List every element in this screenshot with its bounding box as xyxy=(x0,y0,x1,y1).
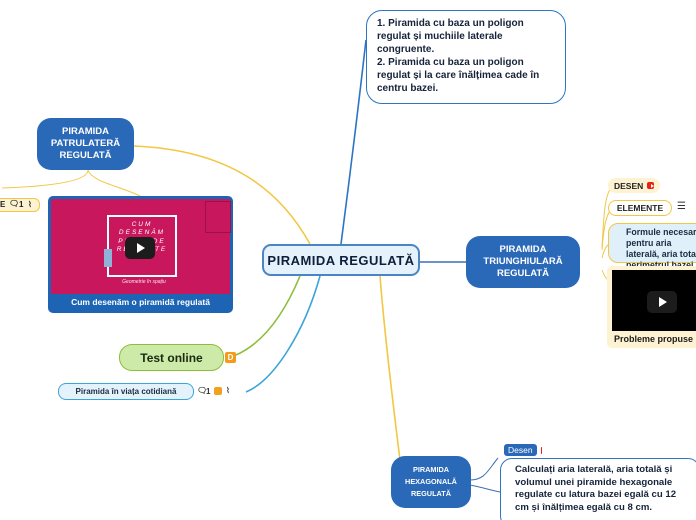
partial-left-label: E xyxy=(0,200,6,209)
thumbnail-title-line: CUM xyxy=(131,221,153,228)
daily-life-label: Piramida în viața cotidiană xyxy=(75,387,177,396)
desen-triangular-label: DESEN xyxy=(614,180,644,191)
test-online-badge[interactable]: D xyxy=(225,352,236,363)
video-left-card[interactable]: CUM DESENĂM PIRAMIDE REGULATE Geometrie … xyxy=(48,196,233,313)
thumbnail-title-line: DESENĂM xyxy=(118,229,166,237)
thumbnail-frame xyxy=(107,215,177,277)
test-online-badge-label: D xyxy=(227,353,234,362)
play-button-icon[interactable] xyxy=(125,237,155,259)
formulas-text: Formule necesare pentru aria laterală, a… xyxy=(626,227,696,270)
definitions-box[interactable]: 1. Piramida cu baza un poligon regulat ș… xyxy=(366,10,566,104)
comment-count: 1 xyxy=(19,200,24,209)
pyramid-square-node[interactable]: PIRAMIDA PATRULATERĂ REGULATĂ xyxy=(37,118,134,170)
thumbnail-subtitle: Geometrie în spațiu xyxy=(122,279,166,285)
comment-icon: 🗨 xyxy=(9,199,20,208)
comment-icon: 🗨 xyxy=(197,386,208,395)
test-online-label: Test online xyxy=(140,350,203,365)
pyramid-triangular-node[interactable]: PIRAMIDA TRIUNGHIULARĂ REGULATĂ xyxy=(466,236,580,288)
attachment-icon: ⌇ xyxy=(28,200,32,209)
pyramid-hexagonal-label: PIRAMIDA HEXAGONALĂ REGULATĂ xyxy=(405,465,457,498)
thumbnail-deco-bar xyxy=(104,249,112,267)
pyramid-square-label: PIRAMIDA PATRULATERĂ REGULATĂ xyxy=(50,126,121,161)
desen-hexagonal-label: Desen xyxy=(504,444,537,456)
test-online-node[interactable]: Test online xyxy=(119,344,224,371)
thumbnail-deco-square xyxy=(205,201,231,233)
problem-text: Calculați aria laterală, aria totală și … xyxy=(515,464,677,513)
formulas-node[interactable]: Formule necesare pentru aria laterală, a… xyxy=(608,223,696,270)
partial-left-node[interactable]: E 🗨 1 ⌇ xyxy=(0,198,40,212)
comment-count: 1 xyxy=(206,387,211,396)
attachment-icon: ⌇ xyxy=(226,386,230,395)
pyramid-triangular-label: PIRAMIDA TRIUNGHIULARĂ REGULATĂ xyxy=(483,244,563,279)
desen-hexagonal-node[interactable]: Desen xyxy=(498,443,550,457)
note-icon[interactable] xyxy=(214,387,222,395)
central-node[interactable]: PIRAMIDA REGULATĂ xyxy=(262,244,420,276)
video-right-caption: Probleme propuse xyxy=(614,334,694,344)
pyramid-hexagonal-node[interactable]: PIRAMIDA HEXAGONALĂ REGULATĂ xyxy=(391,456,471,508)
play-button-icon[interactable] xyxy=(647,291,677,313)
daily-life-node[interactable]: Piramida în viața cotidiană xyxy=(58,383,194,400)
video-right-thumbnail[interactable] xyxy=(612,270,696,331)
elemente-label: ELEMENTE xyxy=(616,203,664,213)
central-node-label: PIRAMIDA REGULATĂ xyxy=(267,252,415,268)
youtube-icon[interactable] xyxy=(540,446,550,454)
elemente-node[interactable]: ELEMENTE xyxy=(608,200,672,216)
definition-1: 1. Piramida cu baza un poligon regulat ș… xyxy=(377,18,524,55)
video-right-card[interactable]: Probleme propuse xyxy=(607,266,696,348)
list-icon: ☰ xyxy=(677,201,686,212)
problem-node[interactable]: Calculați aria laterală, aria totală și … xyxy=(500,458,696,520)
video-left-caption: Cum desenăm o piramidă regulată xyxy=(71,297,210,307)
daily-life-meta: 🗨 1 ⌇ xyxy=(197,386,243,398)
desen-triangular-node[interactable]: DESEN xyxy=(608,178,660,193)
video-left-thumbnail[interactable]: CUM DESENĂM PIRAMIDE REGULATE Geometrie … xyxy=(51,199,231,294)
definition-2: 2. Piramida cu baza un poligon regulat ș… xyxy=(377,57,540,94)
youtube-icon[interactable] xyxy=(647,182,654,189)
